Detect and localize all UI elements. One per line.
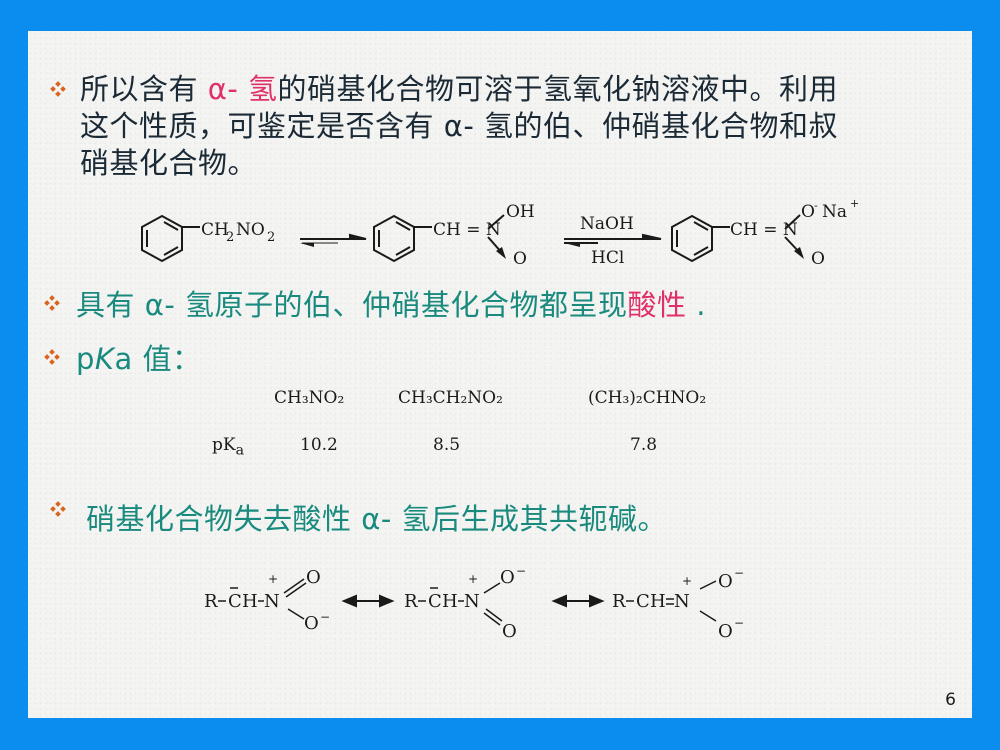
svg-text:NO: NO — [236, 220, 265, 240]
compound-formula: (CH₃)₂CHNO₂ — [588, 388, 707, 408]
svg-text:+: + — [850, 199, 859, 210]
equilibrium-arrow-icon — [300, 233, 367, 247]
svg-text:−: − — [734, 616, 744, 630]
paragraph1-line3: 硝基化合物。 — [80, 146, 258, 180]
svg-text:C: C — [636, 591, 650, 612]
svg-text:OH: OH — [506, 202, 535, 222]
benzene-ring-icon — [671, 214, 730, 263]
benzene-ring-icon — [373, 214, 432, 263]
svg-text:N: N — [264, 591, 280, 612]
svg-text:O: O — [801, 202, 815, 222]
compound-formula: CH₃NO₂ — [274, 388, 345, 408]
diamond-cluster-icon — [44, 295, 60, 311]
resonance-arrow-icon — [341, 594, 395, 608]
svg-text:+: + — [682, 574, 692, 588]
pka-value: 8.5 — [433, 435, 461, 455]
highlight-acidity: 酸性 — [627, 288, 687, 322]
svg-text:O: O — [513, 249, 527, 269]
paragraph-conjugate-base: 硝基化合物失去酸性 α- 氢后生成其共轭碱。 — [86, 502, 668, 536]
svg-text:NaOH: NaOH — [580, 214, 634, 234]
diamond-cluster-icon — [44, 349, 60, 365]
paragraph1-line1: 所以含有 α- 氢的硝基化合物可溶于氢氧化钠溶液中。利用 — [80, 72, 839, 106]
svg-text:CH: CH — [201, 220, 229, 240]
reaction-scheme-nitro-tautomer: CH 2 NO 2 CH = N OH O NaOH HCl — [141, 199, 859, 269]
svg-text:R: R — [204, 591, 218, 612]
svg-text:2: 2 — [267, 230, 275, 245]
svg-text:−: − — [516, 564, 526, 578]
pka-value: 10.2 — [300, 435, 338, 455]
svg-text:−: − — [320, 610, 330, 624]
svg-text:CH = N: CH = N — [433, 220, 501, 240]
svg-text:O: O — [718, 571, 733, 592]
diamond-cluster-icon — [50, 81, 66, 97]
resonance-structure-2: R C H N + O − O — [404, 564, 526, 642]
svg-text:O: O — [502, 621, 517, 642]
svg-text:+: + — [268, 572, 278, 586]
svg-text:H: H — [650, 591, 666, 612]
resonance-arrow-icon — [551, 594, 605, 608]
svg-text:O: O — [811, 249, 825, 269]
svg-text:HCl: HCl — [591, 248, 624, 268]
compound-formula: CH₃CH₂NO₂ — [398, 388, 503, 408]
resonance-structure-1: R C H N + O O − — [204, 567, 330, 634]
svg-text:N: N — [674, 591, 690, 612]
paragraph-acidity: 具有 α- 氢原子的伯、仲硝基化合物都呈现酸性 . — [76, 288, 706, 322]
svg-text:N: N — [464, 591, 480, 612]
svg-text:H: H — [242, 591, 258, 612]
svg-text:R: R — [404, 591, 418, 612]
svg-text:O: O — [500, 567, 515, 588]
paragraph-alpha-hydrogen-solubility: 所以含有 α- 氢的硝基化合物可溶于氢氧化钠溶液中。利用 这个性质，可鉴定是否含… — [80, 71, 960, 182]
svg-text:O: O — [304, 613, 319, 634]
svg-text:C: C — [228, 591, 242, 612]
svg-text:-: - — [814, 199, 818, 212]
benzene-ring-icon — [141, 214, 200, 263]
resonance-structures: R C H N + O O − R C H N + — [204, 564, 744, 642]
slide: 所以含有 α- 氢的硝基化合物可溶于氢氧化钠溶液中。利用 这个性质，可鉴定是否含… — [28, 31, 972, 718]
svg-text:O: O — [718, 621, 733, 642]
svg-text:CH = N: CH = N — [730, 220, 798, 240]
svg-text:O: O — [306, 567, 321, 588]
svg-text:H: H — [442, 591, 458, 612]
highlight-alpha-hydrogen: α- 氢 — [207, 72, 278, 106]
paragraph1-line2: 这个性质，可鉴定是否含有 α- 氢的伯、仲硝基化合物和叔 — [80, 109, 839, 143]
reagent-equilibrium-arrow-icon — [564, 233, 662, 247]
svg-text:R: R — [612, 591, 626, 612]
diamond-cluster-icon — [50, 501, 66, 517]
svg-text:Na: Na — [822, 202, 847, 222]
paragraph-pka-heading: pKa 值： — [76, 342, 202, 376]
svg-text:+: + — [468, 572, 478, 586]
page-number: 6 — [945, 690, 956, 710]
svg-text:−: − — [734, 566, 744, 580]
svg-text:C: C — [428, 591, 442, 612]
svg-text:2: 2 — [226, 230, 234, 245]
pka-label: pKa — [212, 435, 245, 459]
pka-value: 7.8 — [630, 435, 658, 455]
resonance-structure-3: R C H N + O − O − — [612, 566, 744, 642]
